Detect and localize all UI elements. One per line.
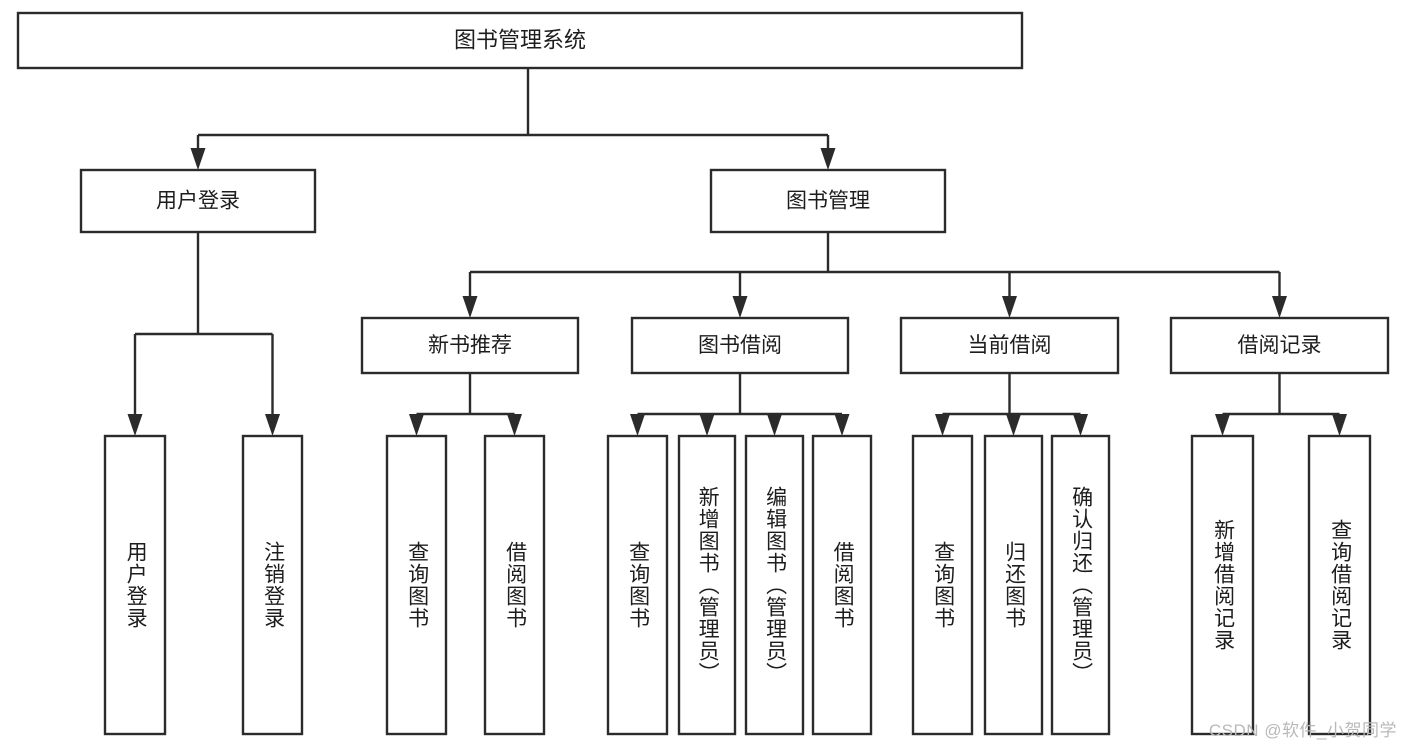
node-level3-1[interactable] [630, 316, 850, 375]
node-leaf-6[interactable] [744, 434, 805, 736]
node-leaf-1[interactable] [241, 434, 304, 736]
node-leaf-3[interactable] [483, 434, 546, 736]
node-leaf-11[interactable] [1190, 434, 1255, 736]
node-boxes-layer [16, 11, 1390, 736]
node-level3-label-1: 图书借阅 [698, 334, 782, 357]
arrow-head-icon-leaf-1-2 [767, 414, 782, 436]
node-level2-0[interactable] [79, 168, 317, 234]
arrow-head-icon-leaf-login-0 [127, 414, 143, 436]
node-leaf-5[interactable] [677, 434, 737, 736]
node-leaf-2[interactable] [385, 434, 448, 736]
node-level3-label-0: 新书推荐 [428, 334, 512, 357]
node-leaf-10[interactable] [1050, 434, 1111, 736]
arrow-head-icon-level3-0 [462, 296, 478, 318]
arrow-head-icon-level3-2 [1002, 296, 1017, 318]
arrow-head-icon-leaf-3-0 [1215, 414, 1230, 436]
arrow-head-icon-leaf-login-1 [265, 414, 280, 436]
node-leaf-8[interactable] [911, 434, 974, 736]
arrow-head-icon-leaf-2-1 [1006, 414, 1021, 436]
node-level3-0[interactable] [360, 316, 580, 375]
node-leaf-9[interactable] [983, 434, 1044, 736]
node-level3-label-2: 当前借阅 [968, 334, 1052, 357]
arrow-head-icon-leaf-1-3 [834, 414, 850, 436]
arrow-head-icon-level2-1 [820, 148, 836, 170]
arrow-head-icon-level3-1 [732, 296, 748, 318]
node-level2-label-0: 用户登录 [156, 190, 240, 213]
node-level2-1[interactable] [709, 168, 947, 234]
arrow-head-icon-level2-0 [190, 148, 206, 170]
node-level3-3[interactable] [1169, 316, 1390, 375]
node-leaf-7[interactable] [811, 434, 873, 736]
arrow-head-icon-level3-3 [1272, 296, 1287, 318]
node-leaf-0[interactable] [103, 434, 167, 736]
node-root[interactable] [16, 11, 1024, 70]
connectors-layer [127, 68, 1347, 436]
arrow-head-icon-leaf-0-0 [409, 414, 424, 436]
watermark-text: CSDN @软件_小贺同学 [1208, 721, 1397, 740]
arrow-head-icon-leaf-1-1 [699, 414, 715, 436]
node-level3-label-3: 借阅记录 [1238, 334, 1322, 357]
arrow-head-icon-leaf-2-2 [1073, 414, 1088, 436]
node-level3-2[interactable] [899, 316, 1120, 375]
node-level2-label-1: 图书管理 [786, 190, 870, 213]
arrow-head-icon-leaf-1-0 [630, 414, 645, 436]
arrow-head-icon-leaf-0-1 [507, 414, 522, 436]
node-root-label: 图书管理系统 [454, 27, 586, 52]
node-leaf-12[interactable] [1307, 434, 1372, 736]
node-leaf-4[interactable] [606, 434, 669, 736]
arrow-head-icon-leaf-3-1 [1332, 414, 1347, 436]
arrow-head-icon-leaf-2-0 [935, 414, 950, 436]
